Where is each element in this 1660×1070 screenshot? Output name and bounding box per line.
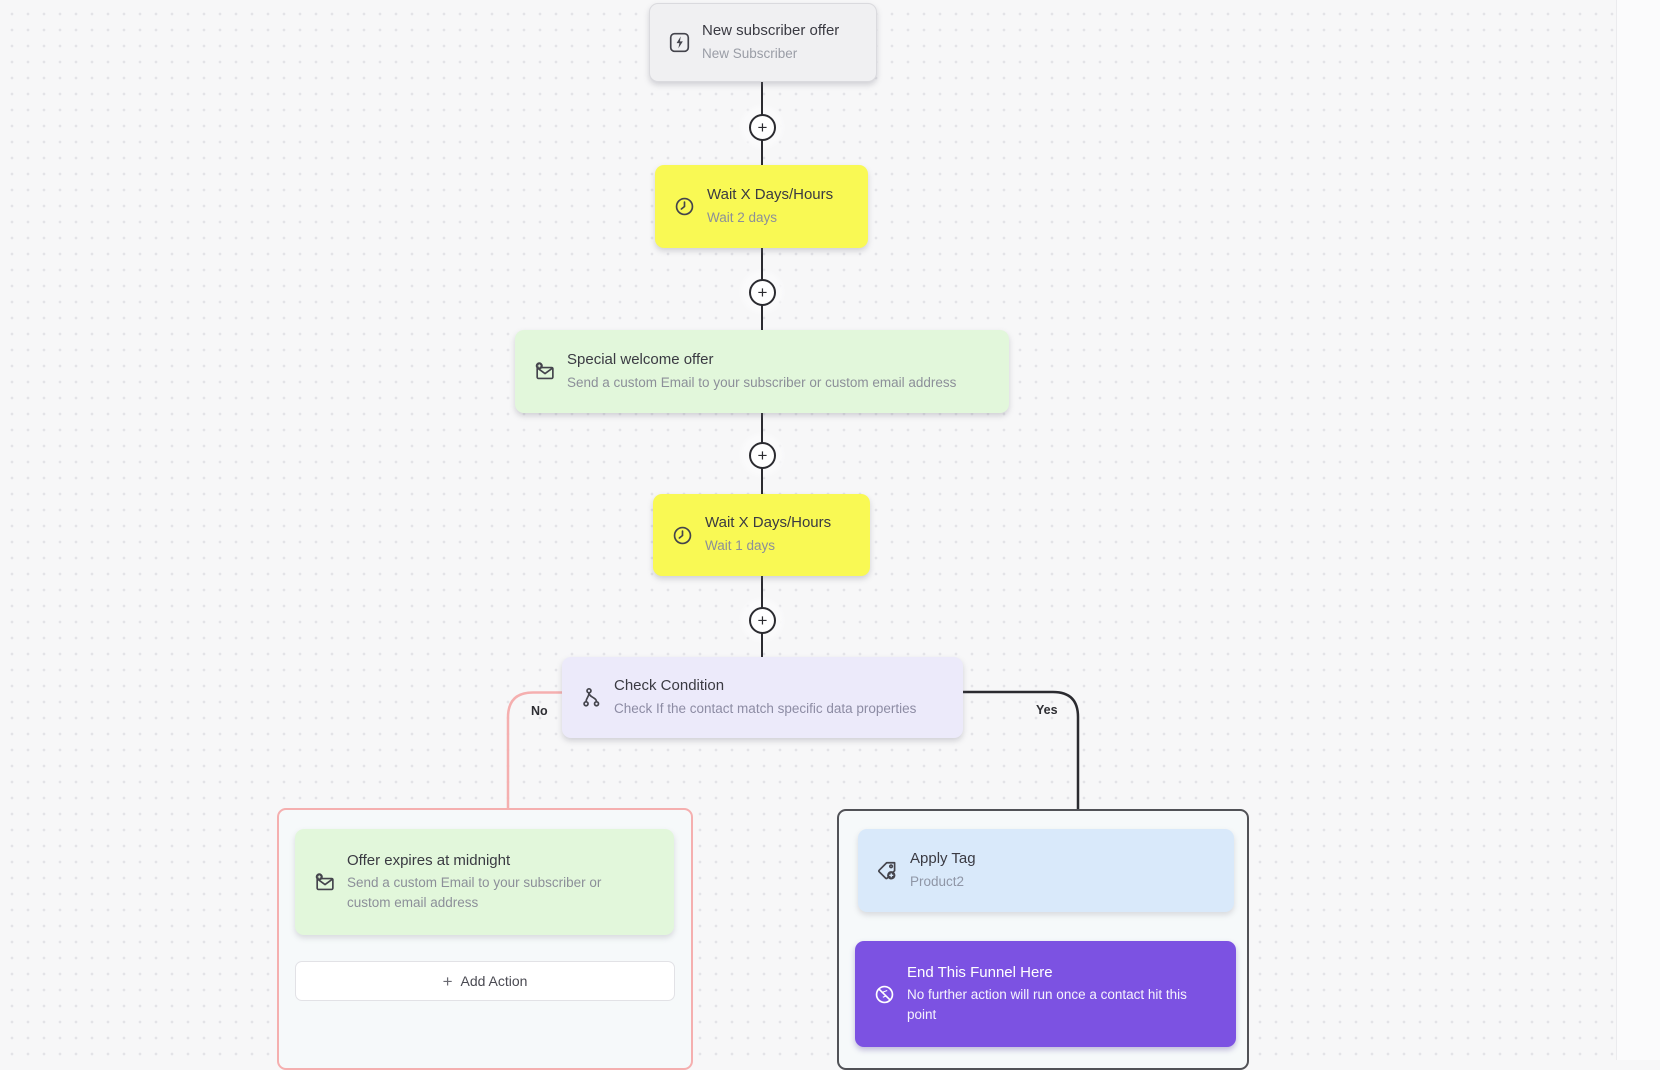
node-title: Wait X Days/Hours [705, 514, 832, 532]
email-icon [313, 871, 336, 894]
wait-node-2-days[interactable]: Wait X Days/Hours Wait 2 days [655, 165, 868, 248]
node-subtitle: Check If the contact match specific data… [614, 700, 917, 716]
apply-tag-node[interactable]: Apply Tag Product2 [858, 829, 1234, 912]
node-subtitle: Wait 2 days [707, 209, 778, 225]
email-node-offer-expires[interactable]: Offer expires at midnight Send a custom … [295, 829, 674, 935]
lightning-icon [668, 31, 691, 54]
no-branch-line [506, 691, 562, 809]
node-subtitle: Send a custom Email to your subscriber o… [347, 875, 602, 910]
node-subtitle: Wait 1 days [705, 538, 776, 554]
node-subtitle: No further action will run once a contac… [907, 987, 1187, 1022]
add-action-label: Add Action [460, 973, 528, 989]
node-title: End This Funnel Here [907, 963, 1053, 981]
canvas-right-gutter [1616, 0, 1660, 1060]
node-title: Wait X Days/Hours [707, 185, 834, 203]
wait-node-1-days[interactable]: Wait X Days/Hours Wait 1 days [653, 494, 870, 576]
add-step-button[interactable]: + [749, 279, 776, 306]
no-branch-label: No [531, 704, 548, 718]
node-title: Special welcome offer [567, 350, 714, 368]
condition-node[interactable]: Check Condition Check If the contact mat… [562, 657, 963, 738]
add-step-button[interactable]: + [749, 442, 776, 469]
add-action-button[interactable]: + Add Action [295, 961, 675, 1001]
clock-icon [673, 195, 696, 218]
yes-branch-line [963, 690, 1080, 810]
node-title: Apply Tag [910, 849, 976, 867]
node-subtitle: New Subscriber [702, 45, 798, 61]
ban-icon [873, 983, 896, 1006]
node-title: Check Condition [614, 676, 725, 694]
yes-branch-container: Apply Tag Product2 End This Funnel Here … [837, 809, 1249, 1070]
node-title: New subscriber offer [702, 21, 840, 39]
no-branch-container: Offer expires at midnight Send a custom … [277, 808, 693, 1070]
branch-icon [580, 686, 603, 709]
node-title: Offer expires at midnight [347, 851, 511, 869]
end-funnel-node[interactable]: End This Funnel Here No further action w… [855, 941, 1236, 1047]
yes-branch-label: Yes [1036, 703, 1058, 717]
email-icon [533, 360, 556, 383]
add-step-button[interactable]: + [749, 114, 776, 141]
node-subtitle: Send a custom Email to your subscriber o… [567, 374, 957, 390]
add-step-button[interactable]: + [749, 607, 776, 634]
plus-icon: + [442, 971, 453, 991]
trigger-node[interactable]: New subscriber offer New Subscriber [649, 3, 877, 82]
tag-icon [876, 859, 899, 882]
clock-icon [671, 524, 694, 547]
node-subtitle: Product2 [910, 873, 965, 889]
email-node-special-welcome-offer[interactable]: Special welcome offer Send a custom Emai… [515, 330, 1009, 413]
